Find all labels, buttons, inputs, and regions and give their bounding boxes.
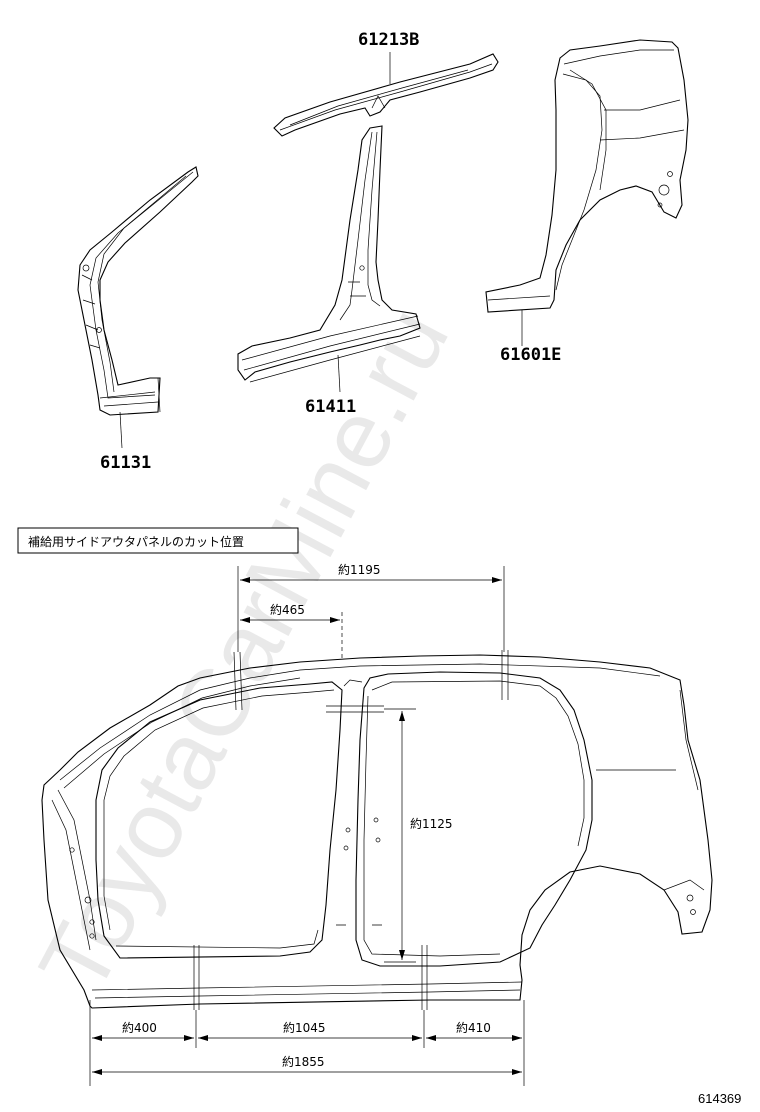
part-number-61213b[interactable]: 61213B: [358, 30, 419, 50]
diagram-number: 614369: [698, 1091, 741, 1106]
dim-label-400: 約400: [122, 1020, 157, 1035]
dim-label-410: 約410: [456, 1020, 491, 1035]
part-61131-drawing[interactable]: [77, 166, 199, 449]
dim-label-1125: 約1125: [410, 816, 453, 831]
part-61213b-drawing[interactable]: [273, 52, 499, 137]
caption-text: 補給用サイドアウタパネルのカット位置: [28, 534, 244, 549]
dim-label-1195: 約1195: [338, 562, 381, 577]
part-61411-drawing[interactable]: [237, 125, 421, 393]
dimension-lines: [89, 566, 525, 1086]
caption-box: [17, 527, 299, 554]
dim-label-465: 約465: [270, 602, 305, 617]
cut-lines: [193, 650, 509, 1010]
part-number-61601e[interactable]: 61601E: [500, 345, 561, 365]
part-number-61411[interactable]: 61411: [305, 397, 356, 417]
side-panel-drawing: [41, 654, 713, 1009]
part-number-61131[interactable]: 61131: [100, 453, 151, 473]
dim-label-1855: 約1855: [282, 1054, 325, 1069]
dim-label-1045: 約1045: [283, 1020, 326, 1035]
part-61601e-drawing[interactable]: [485, 39, 689, 346]
